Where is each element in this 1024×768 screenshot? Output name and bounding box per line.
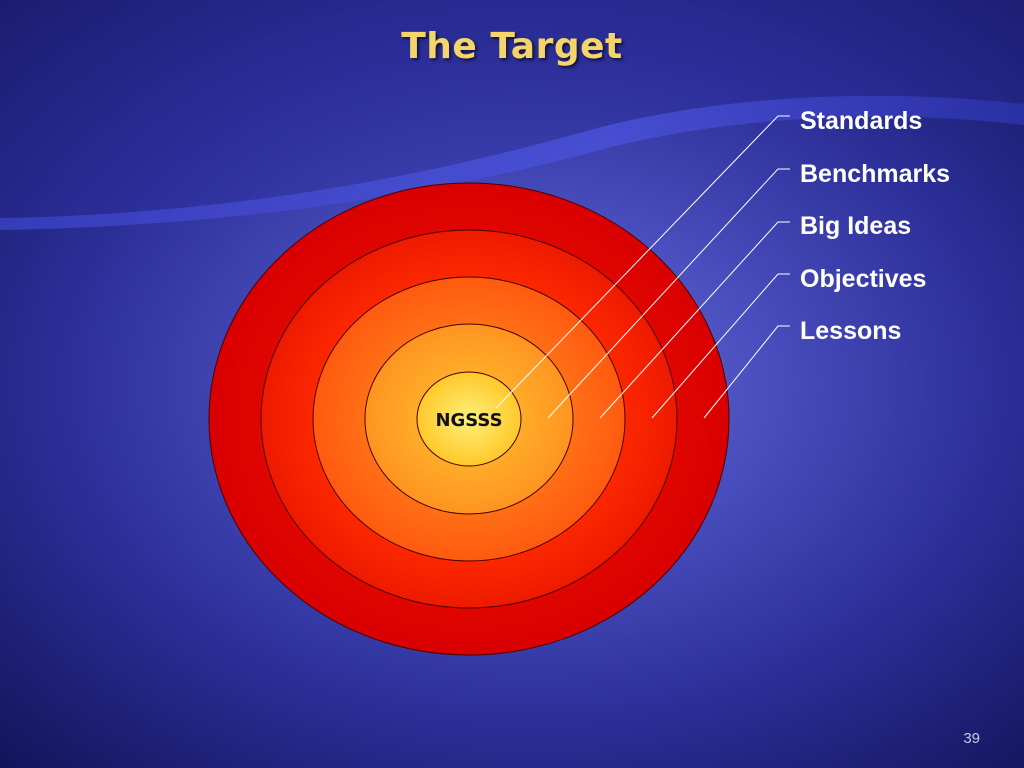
center-label: NGSSS xyxy=(435,410,502,431)
page-number: 39 xyxy=(963,730,980,747)
label-lessons: Lessons xyxy=(800,317,902,345)
label-big-ideas: Big Ideas xyxy=(800,212,912,240)
leader-line-lessons xyxy=(703,325,790,419)
label-standards: Standards xyxy=(800,107,923,135)
slide-title: The Target xyxy=(401,26,623,67)
label-objectives: Objectives xyxy=(800,265,927,293)
label-benchmarks: Benchmarks xyxy=(800,160,951,188)
leader-lines xyxy=(495,115,790,419)
ring-lessons xyxy=(416,371,522,467)
leader-line-standards xyxy=(495,115,790,409)
leader-line-objectives xyxy=(651,273,790,419)
leader-line-big-ideas xyxy=(599,221,790,419)
leader-line-benchmarks xyxy=(547,168,790,419)
